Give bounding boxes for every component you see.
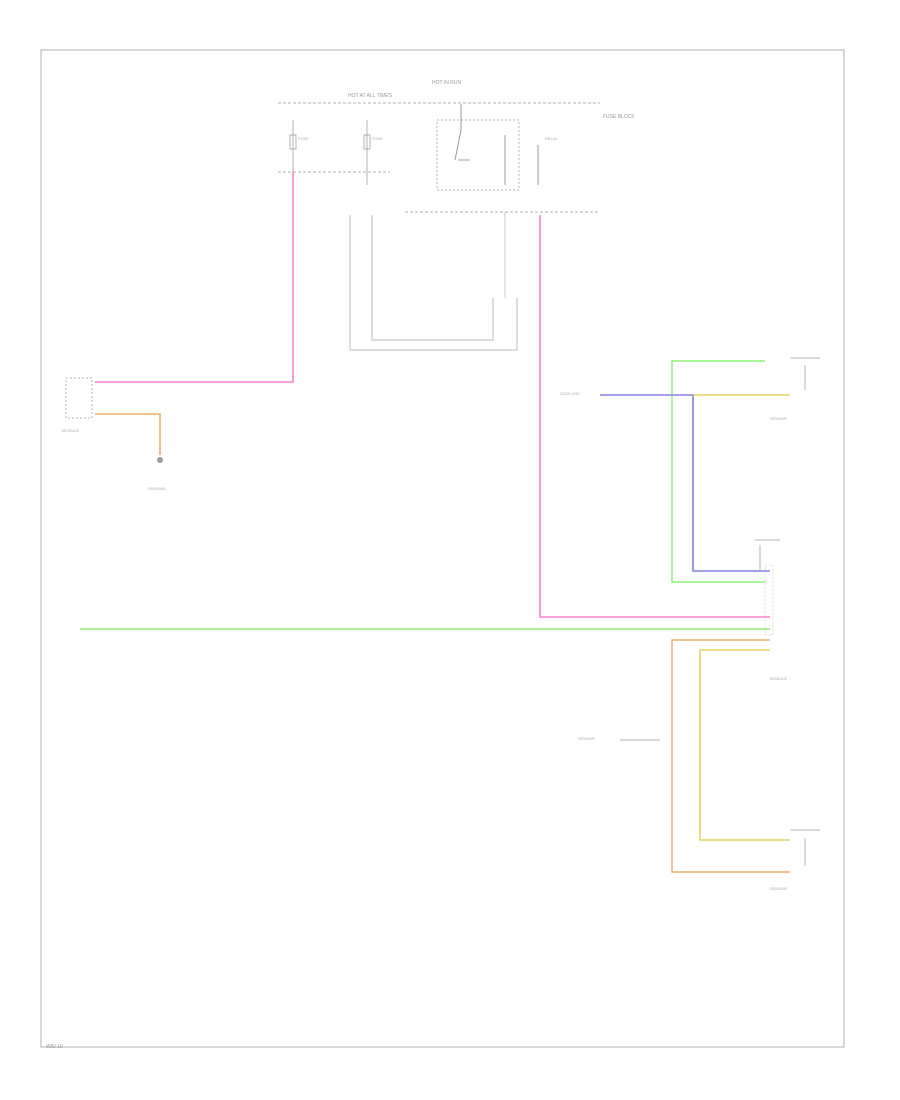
- footer-id: W/D 10: [46, 1044, 63, 1050]
- left-module-label: MODULE: [62, 428, 79, 433]
- relay-label: RELAY: [545, 136, 558, 141]
- blue-wire: [600, 394, 770, 572]
- diagram-frame: [40, 49, 845, 1048]
- left-module: MODULE: [62, 377, 93, 433]
- module-right-label: MODULE: [770, 676, 787, 681]
- yellow-wire-lower: [699, 649, 790, 841]
- label-fuse-block: FUSE BLOCK: [603, 114, 635, 120]
- label-hot-at-all-times: HOT AT ALL TIMES: [348, 93, 393, 99]
- fuse-left: FUSE: [289, 120, 309, 175]
- ground-symbol: [157, 457, 163, 463]
- pink-wire-left: [95, 172, 294, 383]
- grey-loop-wire: [349, 215, 518, 351]
- grey-loop-wire-inner: [371, 215, 494, 341]
- fuse-mid-label: FUSE: [372, 136, 383, 141]
- relay: RELAY: [436, 104, 558, 191]
- fuse-left-label: FUSE: [298, 136, 309, 141]
- left-ground-label: GROUND: [148, 486, 166, 491]
- sensor-1-label: SENSOR: [770, 416, 787, 421]
- sensor-3: SENSOR: [770, 829, 820, 891]
- green-wire-right-loop: [671, 360, 765, 583]
- fuse-mid: FUSE: [363, 120, 383, 185]
- label-hot-in-run: HOT IN RUN: [432, 80, 461, 86]
- sensor-1: SENSOR: [770, 357, 820, 421]
- module-right: MODULE: [755, 539, 787, 681]
- orange-wire-lower: [671, 639, 790, 873]
- data-link-label: DATA LINK: [560, 391, 580, 396]
- sensor-2: SENSOR: [578, 736, 660, 741]
- sensor-3-label: SENSOR: [770, 886, 787, 891]
- pink-wire-right: [539, 215, 770, 618]
- orange-wire-left-ground: [95, 413, 161, 455]
- sensor-2-label: SENSOR: [578, 736, 595, 741]
